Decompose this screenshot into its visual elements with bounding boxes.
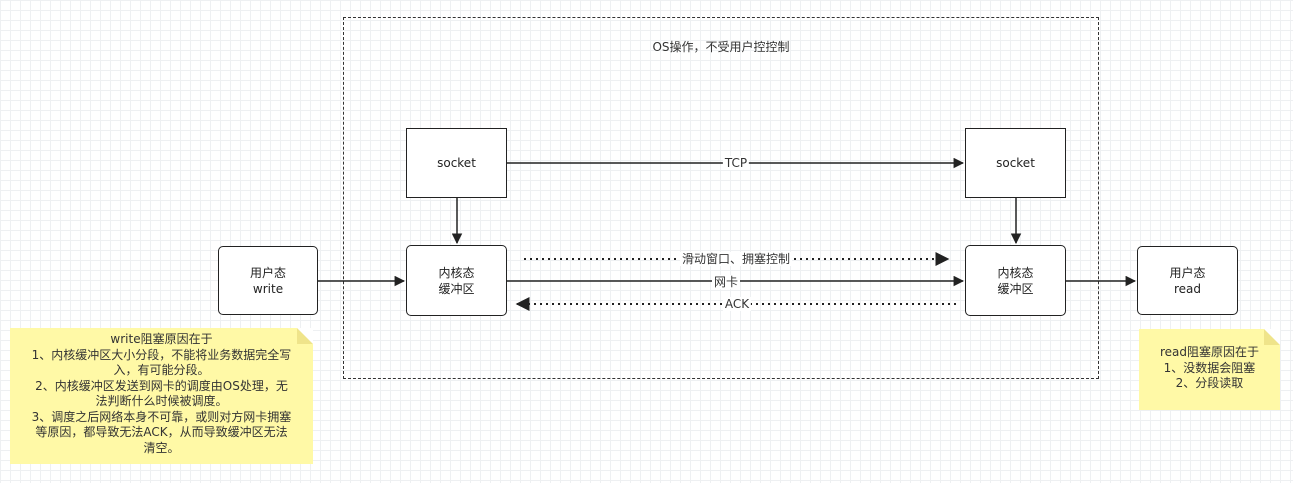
read-note-line: 2、分段读取 (1175, 376, 1244, 390)
sliding-window-label: 滑动窗口、拥塞控制 (679, 252, 793, 266)
tcp-label: TCP (722, 156, 750, 170)
user-write-line-1: 用户态 (249, 265, 286, 280)
socket-right-node[interactable]: socket (965, 128, 1066, 198)
read-blocking-note[interactable]: read阻塞原因在于 1、没数据会阻塞 2、分段读取 (1139, 329, 1280, 410)
read-note-line: 1、没数据会阻塞 (1163, 360, 1256, 375)
write-note-line: 法判断什么时候被调度。 (95, 394, 228, 408)
write-note-line: write阻塞原因在于 (110, 332, 213, 346)
write-note-line: 2、内核缓冲区发送到网卡的调度由OS处理，无 (35, 378, 288, 393)
write-blocking-note[interactable]: write阻塞原因在于 1、内核缓冲区大小分段，不能将业务数据完全写 入，有可能… (10, 328, 313, 464)
kernel-left-line-2: 缓冲区 (438, 281, 475, 296)
os-region (343, 17, 1099, 379)
kernel-buffer-left-node[interactable]: 内核态 缓冲区 (406, 245, 507, 316)
kernel-right-line-1: 内核态 (997, 265, 1034, 280)
os-region-label: OS操作，不受用户控控制 (652, 40, 790, 54)
user-write-node[interactable]: 用户态 write (218, 246, 318, 315)
socket-left-label: socket (437, 156, 476, 170)
read-note-line: read阻塞原因在于 (1159, 345, 1260, 359)
write-note-line: 1、内核缓冲区大小分段，不能将业务数据完全写 (31, 347, 292, 362)
note-fold-corner (1264, 329, 1280, 345)
user-read-line-2: read (1173, 281, 1202, 296)
user-read-node[interactable]: 用户态 read (1137, 246, 1238, 315)
write-note-line: 入，有可能分段。 (113, 363, 210, 377)
kernel-left-line-1: 内核态 (438, 265, 475, 280)
note-fold-corner (297, 328, 313, 344)
user-read-line-1: 用户态 (1169, 265, 1206, 280)
write-note-line: 等原因，都导致无法ACK，从而导致缓冲区无法 (35, 425, 288, 439)
user-write-line-2: write (252, 281, 284, 296)
kernel-buffer-right-node[interactable]: 内核态 缓冲区 (965, 245, 1066, 316)
ack-label: ACK (722, 297, 752, 311)
write-note-line: 清空。 (143, 440, 180, 455)
nic-label: 网卡 (711, 275, 741, 289)
socket-right-label: socket (996, 156, 1035, 170)
kernel-right-line-2: 缓冲区 (997, 281, 1034, 296)
write-note-line: 3、调度之后网络本身不可靠，或则对方网卡拥塞 (31, 409, 292, 424)
socket-left-node[interactable]: socket (406, 128, 507, 198)
